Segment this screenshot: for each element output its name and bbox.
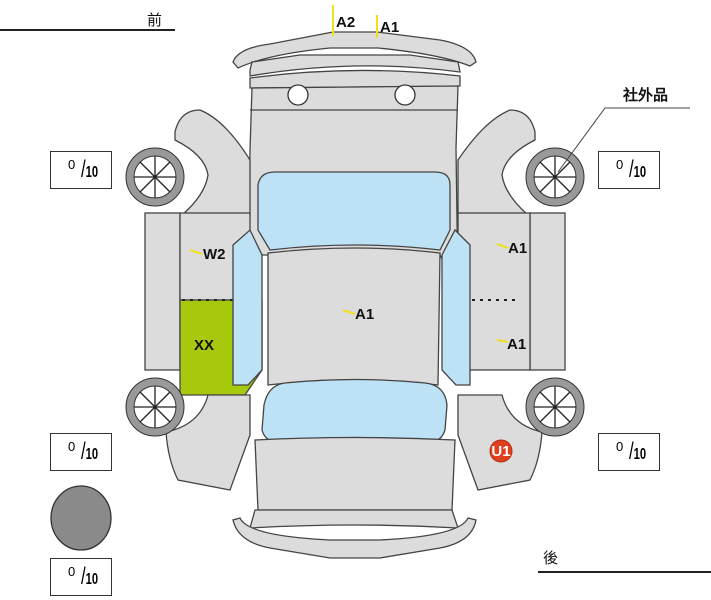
mark-pointer — [189, 249, 203, 255]
windshield — [257, 171, 451, 251]
tread-value: 0 — [616, 157, 624, 172]
trunk-lid[interactable] — [254, 436, 456, 511]
roof[interactable] — [267, 247, 441, 386]
left-headlight — [287, 84, 309, 106]
mark-roof: A1 — [355, 306, 374, 323]
mark-left-front-door: W2 — [203, 246, 226, 263]
tread-max: /10 — [81, 438, 99, 465]
tread-max-value: 10 — [633, 164, 647, 181]
right-front-fender[interactable] — [457, 109, 536, 216]
tire-front-left[interactable] — [125, 147, 185, 207]
front-grille[interactable] — [249, 54, 461, 89]
tread-value: 0 — [68, 157, 76, 172]
mark-front-bumper-a1: A1 — [380, 19, 399, 36]
tread-max: /10 — [629, 438, 647, 465]
mark-pointer — [496, 243, 509, 249]
mark-front-bumper-a2: A2 — [336, 14, 355, 31]
right-headlight — [394, 84, 416, 106]
tread-spare[interactable]: 0/10 — [50, 558, 112, 596]
tread-rear-left[interactable]: 0/10 — [50, 433, 112, 471]
right-side-window — [441, 228, 471, 386]
tread-max-value: 10 — [85, 571, 99, 588]
spare-tire-icon — [50, 485, 112, 551]
tread-rear-right[interactable]: 0/10 — [598, 433, 660, 471]
tread-max: /10 — [629, 156, 647, 183]
tread-max-value: 10 — [85, 446, 99, 463]
left-side-window — [232, 228, 263, 386]
mark-right-rear-quarter: U1 — [491, 443, 510, 460]
left-side-sill[interactable] — [144, 212, 181, 371]
aftermarket-label: 社外品 — [622, 86, 668, 104]
rear-window — [261, 378, 448, 442]
tread-max: /10 — [81, 563, 99, 590]
mark-pointer — [496, 339, 509, 343]
mark-pointer — [342, 309, 356, 315]
tread-max: /10 — [81, 156, 99, 183]
rear-bumper[interactable] — [232, 517, 477, 559]
rear-label: 後 — [543, 549, 558, 567]
front-bumper[interactable] — [232, 31, 477, 69]
tread-value: 0 — [68, 564, 76, 579]
tread-front-left[interactable]: 0/10 — [50, 151, 112, 189]
front-label: 前 — [147, 11, 162, 29]
tire-rear-right[interactable] — [525, 377, 585, 437]
aftermarket-leader-line — [557, 107, 690, 173]
tread-max-value: 10 — [633, 446, 647, 463]
tire-rear-left[interactable] — [125, 377, 185, 437]
mark-right-rear-door: A1 — [507, 336, 526, 353]
left-rear-quarter[interactable] — [165, 394, 251, 491]
tread-value: 0 — [68, 439, 76, 454]
tread-front-right[interactable]: 0/10 — [598, 151, 660, 189]
u1-badge — [489, 439, 513, 463]
mark-left-rear-door: XX — [194, 337, 214, 354]
right-side-sill[interactable] — [529, 212, 566, 371]
tread-value: 0 — [616, 439, 624, 454]
rear-garnish[interactable] — [249, 509, 459, 529]
tread-max-value: 10 — [85, 164, 99, 181]
mark-right-front-door: A1 — [508, 240, 527, 257]
left-front-fender[interactable] — [174, 109, 251, 216]
tire-front-right[interactable] — [525, 147, 585, 207]
